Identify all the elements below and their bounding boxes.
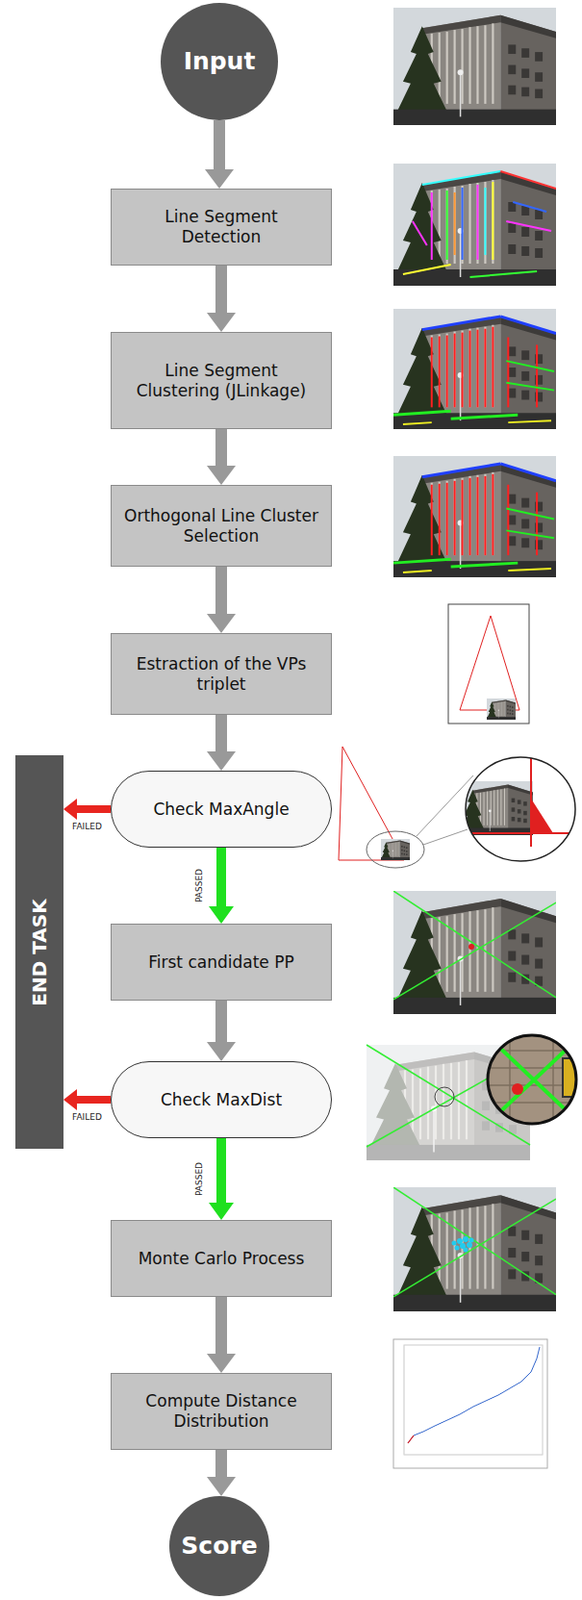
- node-label: Score: [180, 1531, 257, 1561]
- end-circle: Score: [169, 1495, 270, 1596]
- node-label: Input: [183, 47, 256, 76]
- process-box: Monte Carlo Process: [110, 1219, 332, 1297]
- process-box: Compute Distance Distribution: [110, 1372, 332, 1450]
- node-label: Check MaxAngle: [141, 799, 301, 820]
- edge-label: PASSED: [194, 868, 205, 903]
- node-label: END TASK: [29, 898, 51, 1006]
- node-label: Check MaxDist: [149, 1089, 294, 1111]
- node-label: Orthogonal Line Cluster Selection: [111, 506, 331, 547]
- process-box: Line Segment Detection: [110, 188, 332, 266]
- flow-arrow: [206, 1449, 236, 1496]
- edge-label: PASSED: [194, 1162, 205, 1196]
- flow-arrow: [206, 265, 236, 332]
- node-label: Line Segment Clustering (JLinkage): [111, 360, 331, 402]
- flow-arrow: [206, 714, 236, 771]
- flow-arrow: [208, 1138, 234, 1220]
- node-label: Estraction of the VPs triplet: [111, 654, 331, 695]
- process-box: Estraction of the VPs triplet: [110, 632, 332, 715]
- flow-arrow: [63, 798, 111, 820]
- process-box: First candidate PP: [110, 923, 332, 1001]
- node-label: Monte Carlo Process: [126, 1248, 317, 1269]
- start-circle: Input: [160, 2, 279, 121]
- process-box: Line Segment Clustering (JLinkage): [110, 331, 332, 430]
- flow-arrow: [208, 847, 234, 924]
- flow-arrow: [206, 1296, 236, 1373]
- process-box: Orthogonal Line Cluster Selection: [110, 484, 332, 567]
- decision-pill: Check MaxDist: [110, 1061, 332, 1139]
- node-label: First candidate PP: [136, 952, 305, 973]
- flow-arrow: [206, 1000, 236, 1062]
- node-label: Line Segment Detection: [111, 206, 331, 248]
- edge-label: FAILED: [72, 821, 102, 833]
- flow-arrow: [204, 120, 234, 189]
- flow-arrow: [206, 429, 236, 485]
- flow-arrow: [63, 1088, 111, 1111]
- decision-pill: Check MaxAngle: [110, 770, 332, 848]
- node-label: Compute Distance Distribution: [111, 1391, 331, 1432]
- edge-label: FAILED: [72, 1112, 102, 1123]
- end-task-band: END TASK: [15, 755, 64, 1149]
- flow-arrow: [206, 566, 236, 633]
